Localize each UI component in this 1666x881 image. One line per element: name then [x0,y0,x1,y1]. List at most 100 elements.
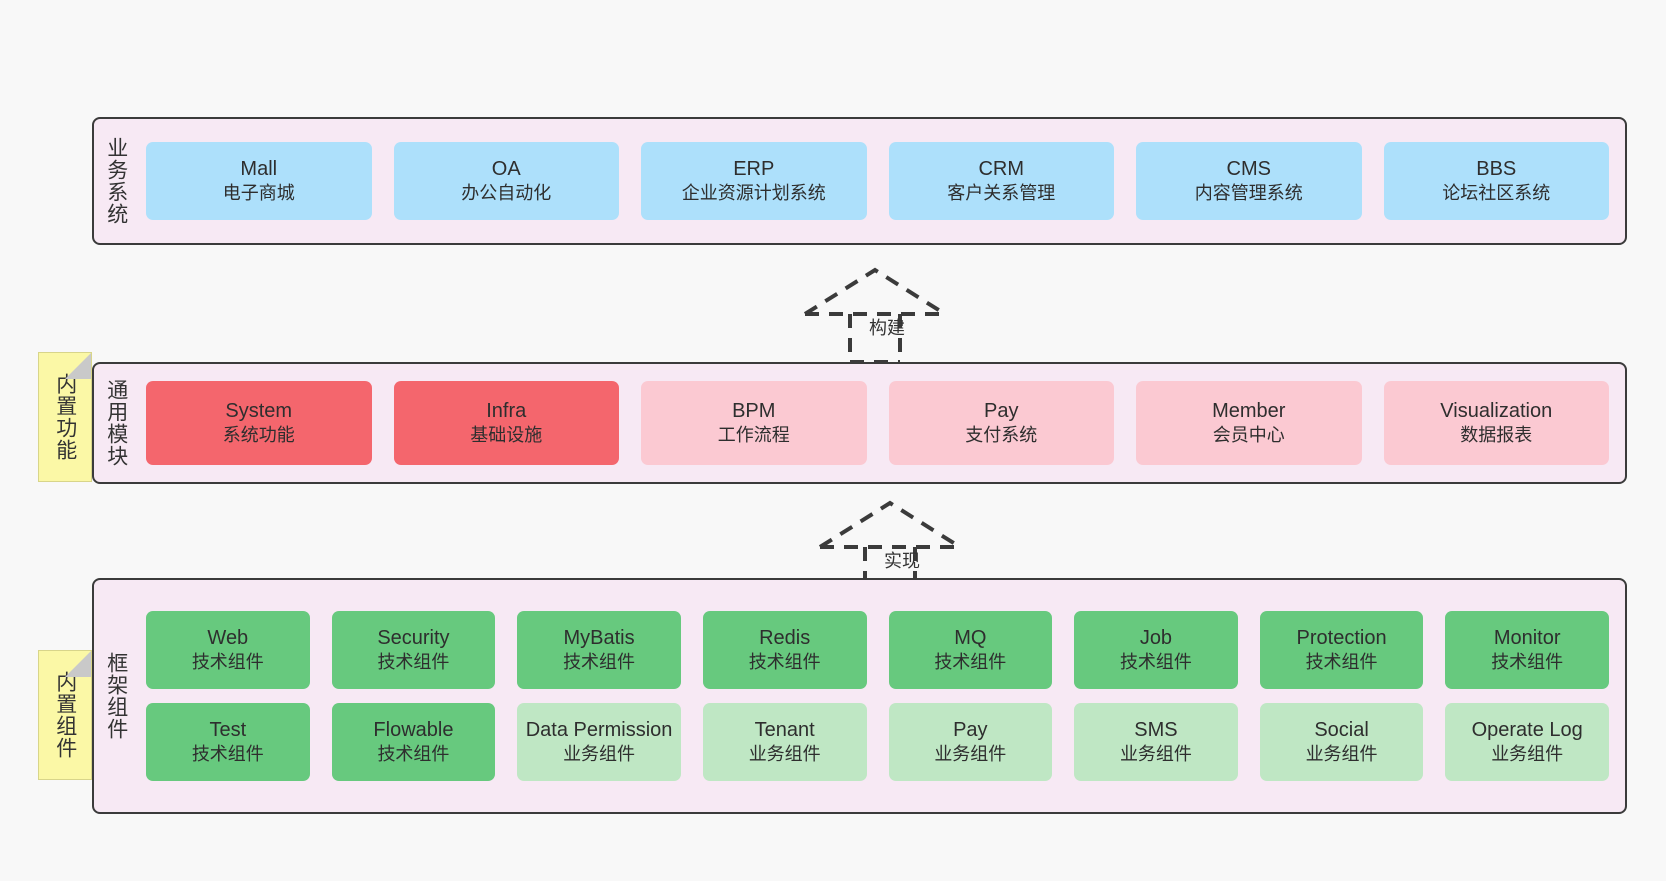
box-title: Mall [240,158,278,181]
box-title: BBS [1476,158,1517,181]
layer-title-business-systems: 业务系统 [104,137,128,225]
box-title: Job [1139,627,1173,650]
box-mq[interactable]: MQ 技术组件 [888,611,1053,689]
box-subtitle: 论坛社区系统 [1442,183,1551,204]
box-title: ERP [733,158,775,181]
box-title: Security [377,627,450,650]
box-subtitle: 系统功能 [222,425,295,446]
box-subtitle: 技术组件 [191,744,264,765]
box-title: Member [1212,400,1286,423]
box-title: Visualization [1440,400,1553,423]
box-flowable[interactable]: Flowable 技术组件 [331,703,496,781]
box-title: Protection [1296,627,1387,650]
component-row: Web 技术组件 Security 技术组件 MyBatis 技术组件 Redi… [146,611,1609,689]
layer-body-common-modules: System 系统功能 Infra 基础设施 BPM 工作流程 Pay 支付系统… [138,364,1625,482]
box-title: Test [209,719,247,742]
box-subtitle: 技术组件 [377,744,450,765]
box-title: Redis [759,627,811,650]
box-subtitle: 技术组件 [191,652,264,673]
box-security[interactable]: Security 技术组件 [331,611,496,689]
box-title: SMS [1134,719,1178,742]
box-system[interactable]: System 系统功能 [146,381,372,465]
box-member[interactable]: Member 会员中心 [1136,381,1362,465]
box-title: Pay [953,719,988,742]
box-mall[interactable]: Mall 电子商城 [146,142,372,220]
note-label: 内置功能 [53,373,77,461]
connector-label: 实现 [884,551,920,571]
box-pay-module[interactable]: Pay 支付系统 [888,381,1114,465]
box-protection[interactable]: Protection 技术组件 [1259,611,1424,689]
box-bbs[interactable]: BBS 论坛社区系统 [1383,142,1609,220]
box-title: Data Permission [525,719,673,742]
box-title: Infra [486,400,527,423]
box-title: Tenant [754,719,815,742]
box-crm[interactable]: CRM 客户关系管理 [888,142,1114,220]
box-subtitle: 基础设施 [470,425,543,446]
layer-title-common-modules: 通用模块 [104,379,128,467]
box-title: BPM [732,400,776,423]
box-social[interactable]: Social 业务组件 [1259,703,1424,781]
layer-title-framework-components: 框架组件 [104,652,128,740]
box-title: Pay [984,400,1019,423]
box-title: MQ [954,627,987,650]
box-subtitle: 支付系统 [965,425,1038,446]
box-subtitle: 业务组件 [563,744,636,765]
box-subtitle: 电子商城 [222,183,295,204]
layer-common-modules: 通用模块 System 系统功能 Infra 基础设施 BPM 工作流程 Pay… [92,362,1627,484]
box-title: Social [1314,719,1369,742]
box-infra[interactable]: Infra 基础设施 [393,381,619,465]
box-subtitle: 技术组件 [1305,652,1378,673]
note-builtin-features: 内置功能 [38,352,92,482]
box-cms[interactable]: CMS 内容管理系统 [1136,142,1362,220]
box-visualization[interactable]: Visualization 数据报表 [1383,381,1609,465]
box-subtitle: 数据报表 [1460,425,1533,446]
box-subtitle: 工作流程 [717,425,790,446]
box-subtitle: 技术组件 [748,652,821,673]
box-tenant[interactable]: Tenant 业务组件 [702,703,867,781]
connector-build: 构建 [790,262,960,364]
box-subtitle: 企业资源计划系统 [681,183,826,204]
box-title: Operate Log [1471,719,1583,742]
box-subtitle: 内容管理系统 [1194,183,1303,204]
box-title: System [225,400,293,423]
box-mybatis[interactable]: MyBatis 技术组件 [517,611,681,689]
note-builtin-components: 内置组件 [38,650,92,780]
component-row: Mall 电子商城 OA 办公自动化 ERP 企业资源计划系统 CRM 客户关系… [146,142,1609,220]
box-subtitle: 技术组件 [1119,652,1192,673]
box-redis[interactable]: Redis 技术组件 [702,611,867,689]
box-oa[interactable]: OA 办公自动化 [393,142,619,220]
box-operate-log[interactable]: Operate Log 业务组件 [1445,703,1609,781]
box-job[interactable]: Job 技术组件 [1074,611,1238,689]
box-subtitle: 会员中心 [1212,425,1285,446]
layer-framework-components: 框架组件 Web 技术组件 Security 技术组件 MyBatis 技术组件… [92,578,1627,814]
box-subtitle: 技术组件 [377,652,450,673]
note-label: 内置组件 [53,671,77,759]
box-subtitle: 办公自动化 [461,183,552,204]
box-subtitle: 业务组件 [1305,744,1378,765]
box-subtitle: 业务组件 [1491,744,1564,765]
box-test[interactable]: Test 技术组件 [146,703,310,781]
box-title: Flowable [373,719,454,742]
box-monitor[interactable]: Monitor 技术组件 [1445,611,1609,689]
box-bpm[interactable]: BPM 工作流程 [641,381,867,465]
component-row: Test 技术组件 Flowable 技术组件 Data Permission … [146,703,1609,781]
layer-body-business-systems: Mall 电子商城 OA 办公自动化 ERP 企业资源计划系统 CRM 客户关系… [138,119,1625,243]
layer-business-systems: 业务系统 Mall 电子商城 OA 办公自动化 ERP 企业资源计划系统 CRM… [92,117,1627,245]
box-title: Monitor [1493,627,1561,650]
box-data-permission[interactable]: Data Permission 业务组件 [517,703,681,781]
box-title: CRM [978,158,1025,181]
layer-body-framework-components: Web 技术组件 Security 技术组件 MyBatis 技术组件 Redi… [138,580,1625,812]
box-web[interactable]: Web 技术组件 [146,611,310,689]
box-subtitle: 业务组件 [748,744,821,765]
box-pay-component[interactable]: Pay 业务组件 [888,703,1053,781]
box-sms[interactable]: SMS 业务组件 [1074,703,1238,781]
box-subtitle: 业务组件 [934,744,1007,765]
connector-label: 构建 [869,318,905,338]
box-erp[interactable]: ERP 企业资源计划系统 [641,142,867,220]
box-subtitle: 技术组件 [563,652,636,673]
box-subtitle: 客户关系管理 [947,183,1056,204]
box-subtitle: 技术组件 [1491,652,1564,673]
box-subtitle: 业务组件 [1119,744,1192,765]
component-row: System 系统功能 Infra 基础设施 BPM 工作流程 Pay 支付系统… [146,381,1609,465]
